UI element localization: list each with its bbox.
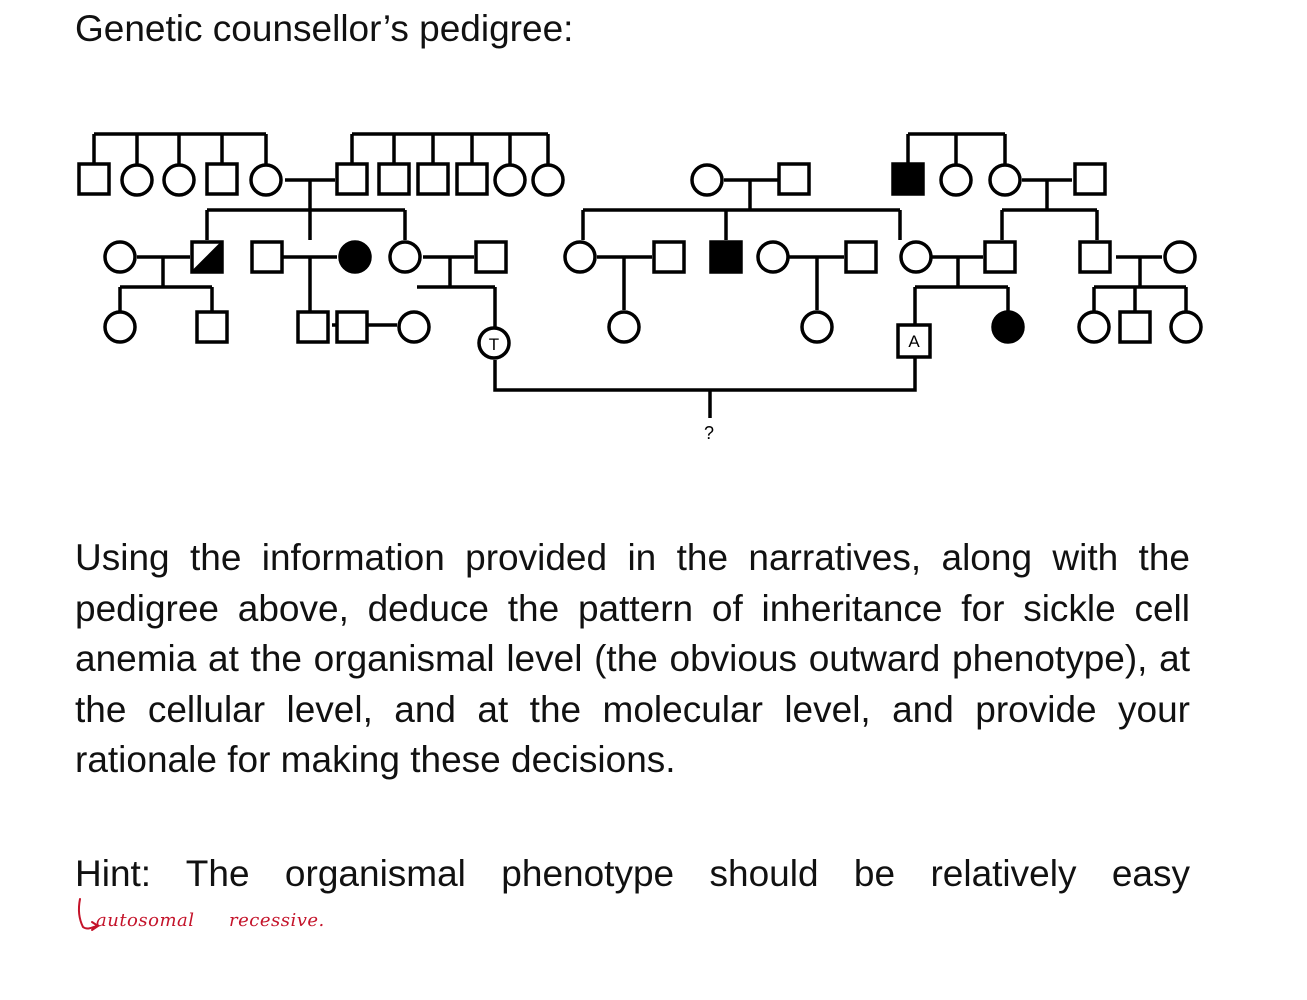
male-symbol <box>77 162 111 196</box>
male-symbol <box>205 162 239 196</box>
pedigree-lines <box>92 132 1188 418</box>
male-symbol <box>1078 240 1112 274</box>
female-symbol <box>607 310 641 344</box>
affected-female-symbol <box>338 240 372 274</box>
male-symbol <box>335 310 369 344</box>
male-symbol <box>416 162 450 196</box>
tested-female-symbol <box>477 326 511 360</box>
a-male-symbol <box>896 323 932 359</box>
male-symbol <box>1073 162 1107 196</box>
male-symbol <box>455 162 489 196</box>
affected-female-symbol <box>991 310 1025 344</box>
male-symbol <box>296 310 330 344</box>
pedigree-chart: T A ? <box>77 132 1203 443</box>
female-symbol <box>120 163 154 197</box>
female-symbol <box>690 163 724 197</box>
carrier-male-symbol <box>190 240 224 274</box>
question-paragraph: Using the information provided in the na… <box>75 537 1190 780</box>
unknown-child-label: ? <box>704 423 714 443</box>
affected-male-symbol <box>709 240 743 274</box>
male-symbol <box>195 310 229 344</box>
handwritten-annotation: autosomal recessive. <box>96 910 325 931</box>
pedigree-individuals <box>77 162 1203 360</box>
female-symbol <box>899 240 933 274</box>
male-symbol <box>1118 310 1152 344</box>
handwritten-word: autosomal <box>96 910 195 931</box>
page-title: Genetic counsellor’s pedigree: <box>75 8 574 49</box>
female-symbol <box>493 163 527 197</box>
male-symbol <box>983 240 1017 274</box>
handwritten-arrow <box>78 898 100 931</box>
female-symbol <box>800 310 834 344</box>
male-symbol <box>652 240 686 274</box>
female-symbol <box>388 240 422 274</box>
male-symbol <box>377 162 411 196</box>
male-symbol <box>777 162 811 196</box>
female-symbol <box>1169 310 1203 344</box>
hint-text: Hint: The organismal phenotype should be… <box>75 853 1190 894</box>
female-symbol <box>103 240 137 274</box>
female-symbol <box>103 310 137 344</box>
affected-male-symbol <box>891 162 925 196</box>
female-symbol <box>563 240 597 274</box>
female-symbol <box>988 163 1022 197</box>
female-symbol <box>1077 310 1111 344</box>
male-symbol <box>474 240 508 274</box>
handwritten-word: recessive. <box>229 910 325 931</box>
male-symbol <box>250 240 284 274</box>
female-symbol <box>756 240 790 274</box>
female-symbol <box>1163 240 1197 274</box>
female-symbol <box>249 163 283 197</box>
male-symbol <box>335 162 369 196</box>
female-symbol <box>531 163 565 197</box>
female-symbol <box>939 163 973 197</box>
tested-label: T <box>489 335 499 354</box>
male-symbol <box>844 240 878 274</box>
female-symbol <box>162 163 196 197</box>
female-symbol <box>397 310 431 344</box>
a-label: A <box>908 332 920 351</box>
